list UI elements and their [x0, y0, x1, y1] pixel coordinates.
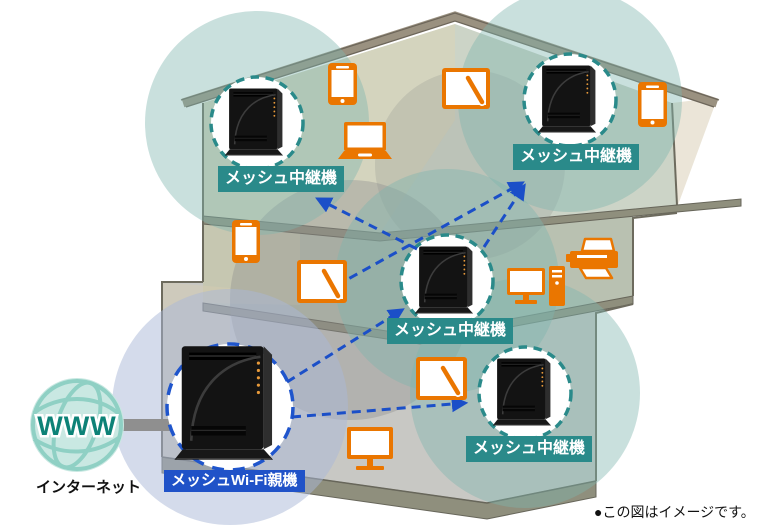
node-repeater-top-right — [522, 52, 618, 148]
label-repeater-top-right: メッシュ中継機 — [513, 144, 640, 170]
label-internet: インターネット — [36, 479, 142, 496]
internet-cable — [118, 419, 172, 431]
internet-globe: WWW — [30, 378, 124, 472]
repeater-router — [413, 245, 474, 315]
smartphone-icon — [232, 220, 260, 263]
pen-tablet-icon — [297, 260, 347, 303]
link-parent-middle — [286, 308, 405, 384]
desktop-pc-icon — [507, 266, 565, 306]
label-repeater-top-left: メッシュ中継機 — [218, 166, 345, 192]
slab-3f-floor — [202, 198, 742, 242]
image-disclaimer-note: ●この図はイメージです。 — [594, 504, 755, 520]
repeater-router — [491, 357, 552, 427]
repeater-router — [223, 87, 284, 157]
link-middle-top-left — [315, 197, 418, 251]
laptop-icon — [338, 122, 392, 159]
pen-tablet-icon — [416, 357, 467, 400]
parent-router — [173, 344, 275, 462]
coverage-gray-2 — [375, 70, 565, 260]
link-middle-top-right — [482, 183, 526, 248]
roof-gap — [672, 98, 716, 205]
node-parent — [165, 342, 295, 472]
node-repeater-bottom-right — [477, 345, 573, 441]
label-parent-router: メッシュWi-Fi親機 — [164, 470, 305, 492]
printer-icon — [566, 237, 618, 280]
repeater-router — [536, 64, 597, 134]
pen-tablet-icon — [442, 68, 490, 109]
smartphone-icon — [638, 82, 667, 127]
mesh-links — [286, 181, 526, 419]
www-icon: WWW — [37, 411, 116, 441]
link-parent-top-right — [309, 181, 525, 302]
devices — [232, 63, 667, 470]
smartphone-icon — [328, 63, 357, 105]
label-repeater-middle: メッシュ中継機 — [387, 318, 514, 344]
node-repeater-middle — [399, 233, 495, 329]
tv-icon — [347, 427, 393, 470]
node-repeater-top-left — [209, 75, 305, 171]
roof — [180, 11, 720, 108]
label-repeater-bottom-right: メッシュ中継機 — [466, 436, 593, 462]
